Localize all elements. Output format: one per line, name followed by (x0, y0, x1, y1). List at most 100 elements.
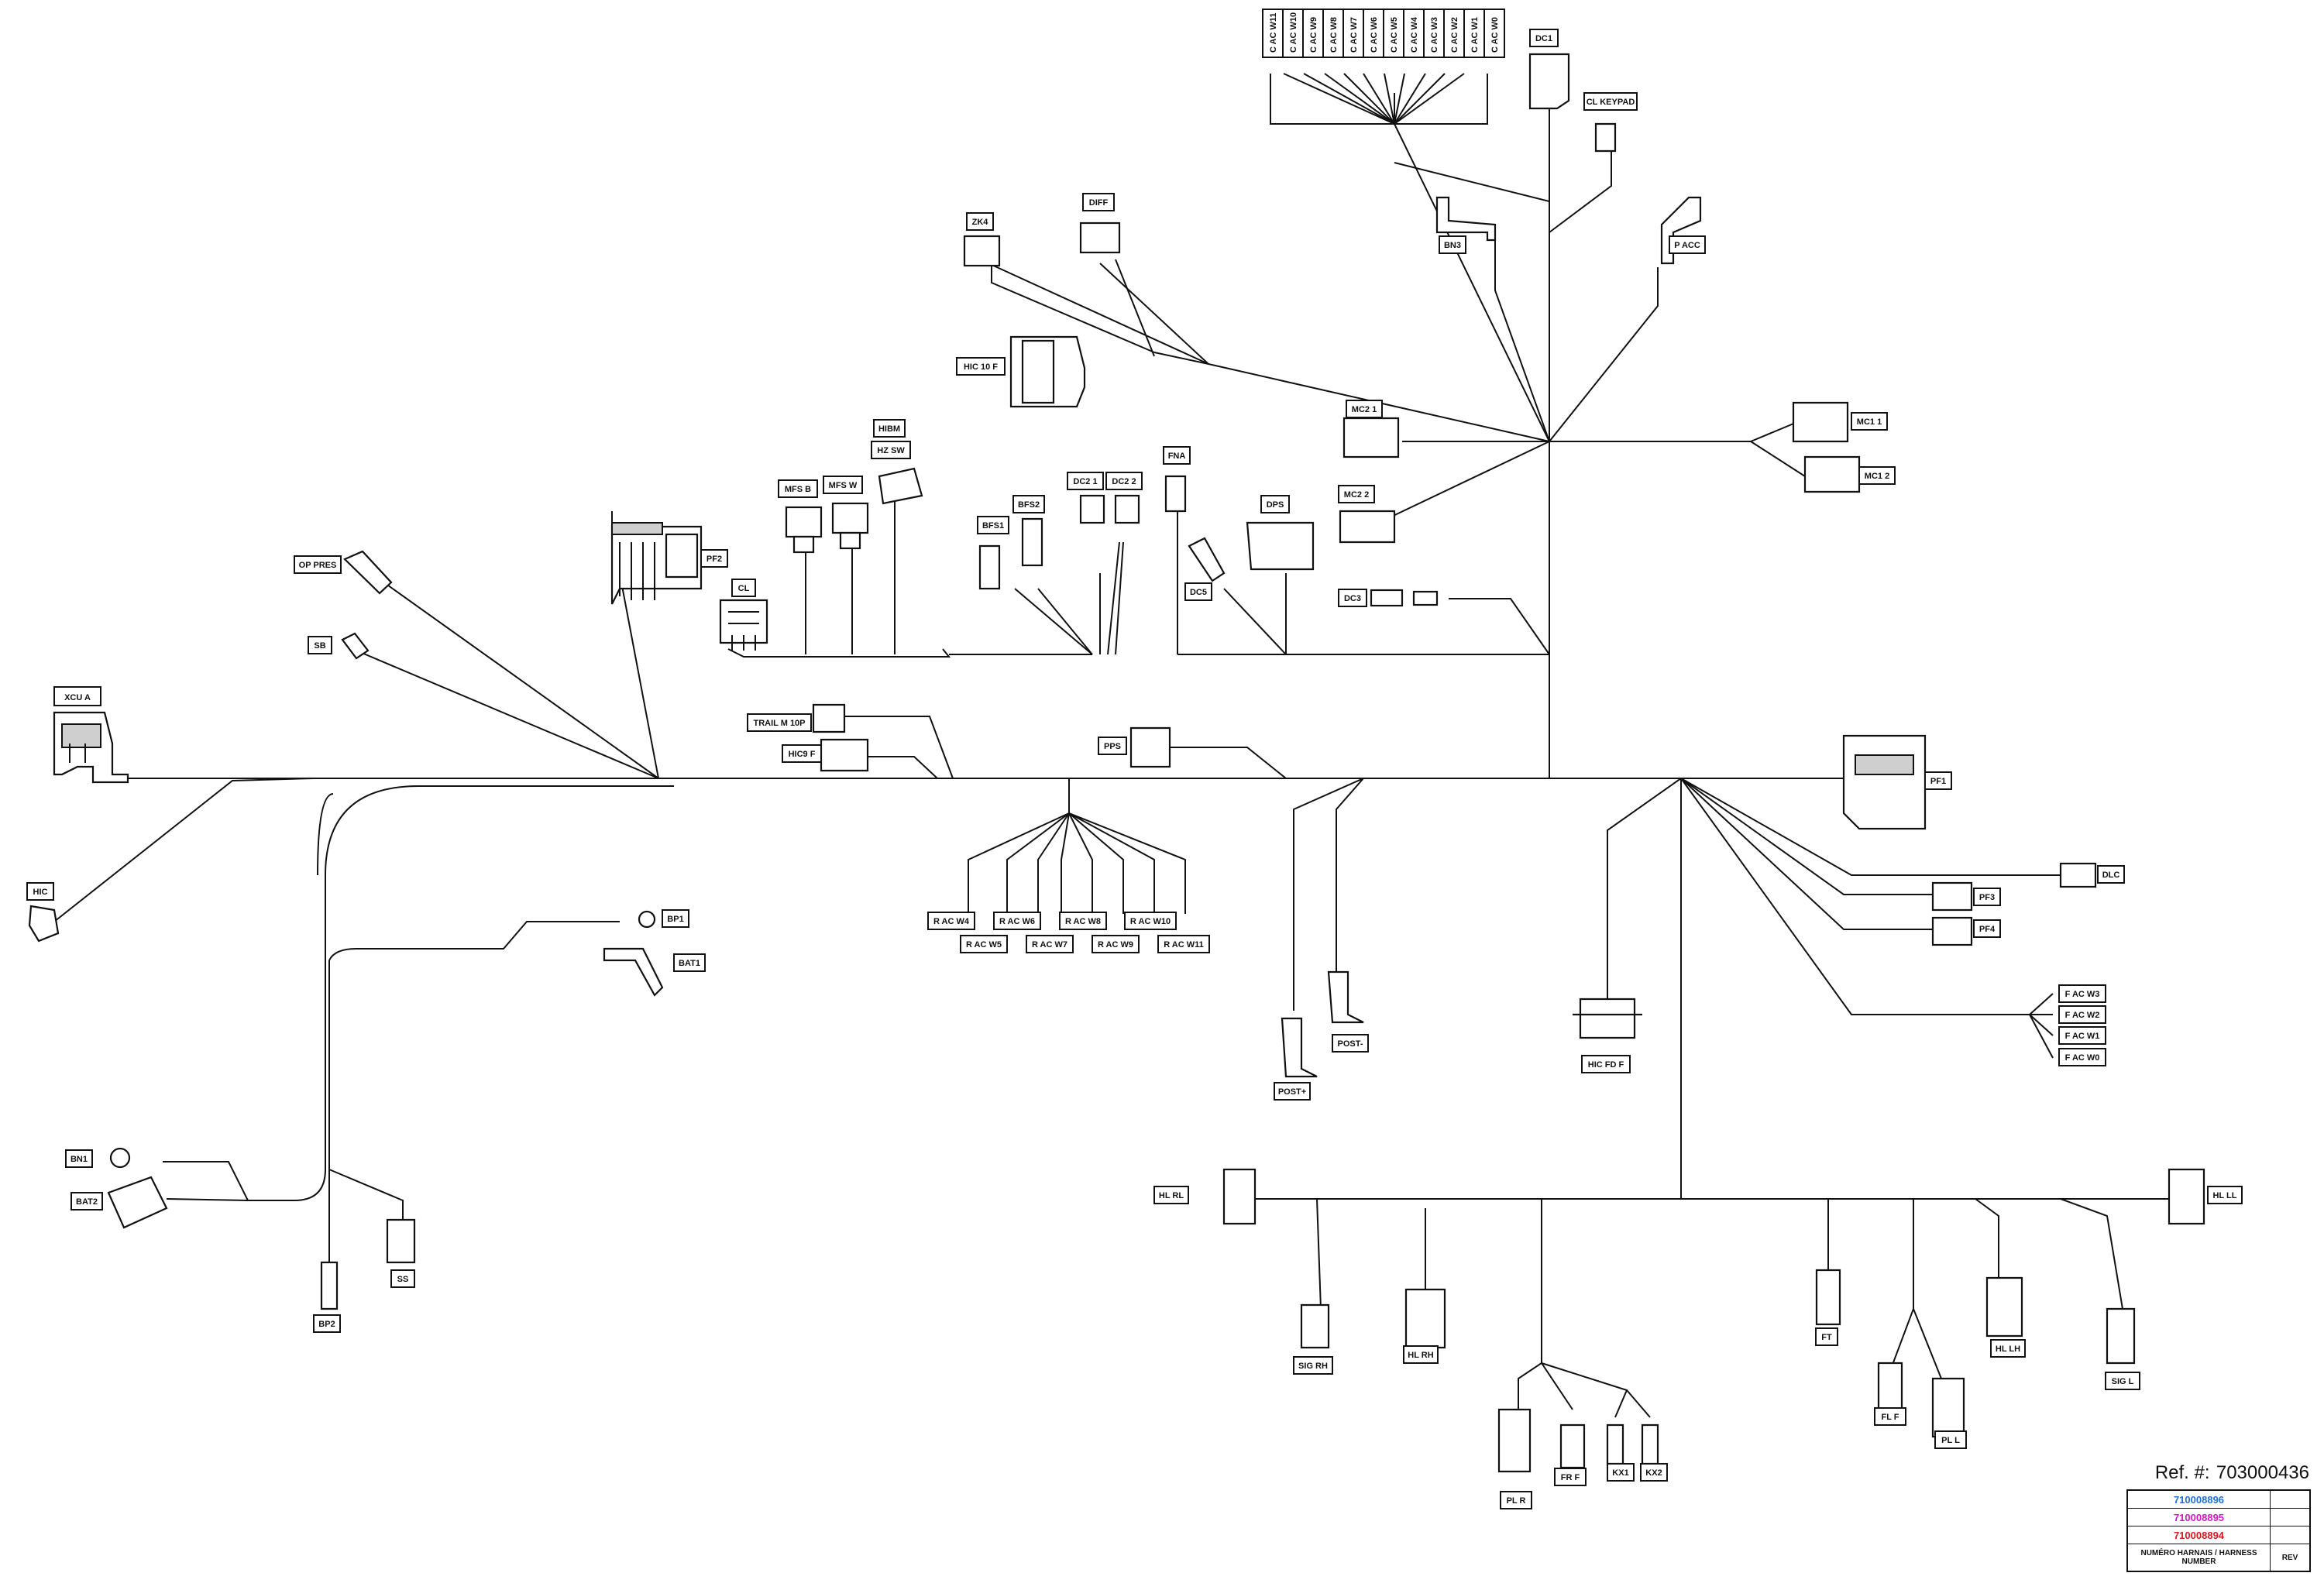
diff-connector (1079, 222, 1121, 254)
label-cl-keypad: CL KEYPAD (1583, 92, 1638, 111)
svg-text:DC3: DC3 (1344, 594, 1361, 603)
pl-l-lamp (1931, 1377, 1965, 1438)
label-c-ac-2: C AC W9 (1309, 17, 1318, 53)
label-sig-rh: SIG RH (1293, 1356, 1333, 1375)
label-dc5: DC5 (1184, 582, 1212, 601)
svg-text:POST+: POST+ (1278, 1087, 1306, 1097)
label-hl-ll: HL LL (2207, 1186, 2243, 1204)
label-c-ac-4: C AC W7 (1349, 17, 1359, 53)
hz-sw-switch (878, 467, 923, 505)
table-row: 710008894 (2126, 1526, 2311, 1544)
label-post-plus: POST+ (1274, 1082, 1311, 1101)
dlc-connector (2059, 862, 2097, 888)
pl-r-lamp (1497, 1408, 1532, 1473)
svg-text:F AC W2: F AC W2 (2065, 1011, 2100, 1020)
harness-number-3: 710008894 (2126, 1526, 2271, 1544)
svg-text:CL: CL (738, 584, 750, 593)
label-pf1: PF1 (1924, 771, 1952, 790)
svg-text:CL KEYPAD: CL KEYPAD (1587, 98, 1635, 107)
label-xcu-a: XCU A (53, 686, 101, 706)
label-c-ac-8: C AC W3 (1430, 17, 1439, 53)
ref-number: 703000436 (2216, 1462, 2309, 1483)
label-ft: FT (1815, 1327, 1838, 1346)
pf1-connector (1842, 734, 1927, 830)
svg-text:DC2 1: DC2 1 (1073, 477, 1097, 486)
label-pf4: PF4 (1973, 919, 2001, 938)
label-bp1: BP1 (662, 909, 689, 928)
svg-text:P ACC: P ACC (1674, 241, 1700, 250)
rev-cell (2270, 1526, 2311, 1544)
dps-sensor (1246, 521, 1315, 571)
label-dc2-2: DC2 2 (1105, 472, 1143, 490)
zk4-connector (963, 235, 1001, 267)
label-mc2-2: MC2 2 (1338, 485, 1375, 503)
harness-number-table: 710008896 710008895 710008894 NUMÉRO HAR… (2126, 1489, 2311, 1572)
mfs-w-connector (831, 502, 869, 550)
svg-text:SB: SB (314, 641, 325, 651)
rev-cell (2270, 1489, 2311, 1509)
bp2-terminal (320, 1261, 339, 1310)
cl-connector (719, 599, 768, 651)
label-cl: CL (731, 579, 756, 597)
svg-text:DC5: DC5 (1190, 588, 1207, 597)
table-row: 710008895 (2126, 1508, 2311, 1526)
svg-text:MC2 1: MC2 1 (1352, 405, 1377, 414)
label-sig-l: SIG L (2105, 1372, 2140, 1390)
svg-text:PL L: PL L (1941, 1436, 1960, 1445)
svg-text:HIBM: HIBM (878, 424, 900, 434)
svg-text:R AC W4: R AC W4 (933, 917, 970, 926)
bn1-terminal (109, 1147, 131, 1169)
table-row: 710008896 (2126, 1489, 2311, 1509)
harness-number-header: NUMÉRO HARNAIS / HARNESS NUMBER (2126, 1544, 2271, 1572)
hl-lh-lamp (1985, 1276, 2023, 1338)
svg-text:HZ SW: HZ SW (877, 446, 905, 455)
post-plus-terminal (1281, 1017, 1318, 1078)
label-f-ac-w3: F AC W3 (2058, 984, 2106, 1003)
mc2-2-connector (1339, 510, 1396, 544)
fl-f-sensor (1877, 1362, 1903, 1411)
mfs-b-connector (785, 506, 823, 554)
svg-text:KX1: KX1 (1612, 1468, 1628, 1478)
label-bat2: BAT2 (70, 1192, 103, 1211)
svg-text:BFS2: BFS2 (1018, 500, 1040, 510)
label-dc2-1: DC2 1 (1067, 472, 1104, 490)
svg-text:BAT2: BAT2 (76, 1197, 98, 1207)
post-minus-terminal (1327, 970, 1364, 1024)
label-bat1: BAT1 (673, 953, 706, 972)
svg-text:BP2: BP2 (318, 1320, 335, 1329)
label-r-ac-w8: R AC W8 (1059, 912, 1107, 930)
svg-text:F AC W3: F AC W3 (2065, 990, 2100, 999)
bat2-terminal (107, 1176, 168, 1229)
label-hl-rh: HL RH (1403, 1345, 1439, 1364)
svg-text:PL R: PL R (1507, 1496, 1526, 1506)
label-c-ac-5: C AC W6 (1370, 17, 1379, 53)
label-hic-fd-f: HIC FD F (1581, 1055, 1631, 1073)
dc2-1-connector (1079, 494, 1105, 524)
svg-text:HL LL: HL LL (2213, 1191, 2237, 1200)
svg-text:MC2 2: MC2 2 (1344, 490, 1369, 500)
svg-text:PF4: PF4 (1979, 925, 1996, 934)
label-pf3: PF3 (1973, 888, 2001, 906)
hl-ll-lamp (2168, 1168, 2205, 1225)
svg-text:BN1: BN1 (70, 1155, 88, 1164)
label-pl-r: PL R (1500, 1491, 1532, 1509)
pf3-connector (1931, 881, 1973, 912)
svg-text:FNA: FNA (1168, 452, 1186, 461)
svg-text:R AC W10: R AC W10 (1130, 917, 1171, 926)
label-sb: SB (308, 636, 332, 654)
label-dlc: DLC (2097, 865, 2125, 884)
label-r-ac-w4: R AC W4 (927, 912, 975, 930)
bat1-terminal (603, 947, 664, 997)
dc3-connector (1370, 589, 1439, 607)
label-fna: FNA (1163, 446, 1191, 465)
svg-text:HL LH: HL LH (1996, 1344, 2020, 1354)
svg-text:KX2: KX2 (1645, 1468, 1662, 1478)
label-hic: HIC (26, 882, 54, 901)
svg-text:PF3: PF3 (1979, 893, 1995, 902)
label-dps: DPS (1260, 495, 1290, 513)
label-pps: PPS (1098, 737, 1127, 755)
svg-text:HIC: HIC (33, 888, 48, 897)
svg-text:TRAIL M 10P: TRAIL M 10P (753, 719, 805, 728)
svg-text:R AC W11: R AC W11 (1164, 940, 1204, 950)
